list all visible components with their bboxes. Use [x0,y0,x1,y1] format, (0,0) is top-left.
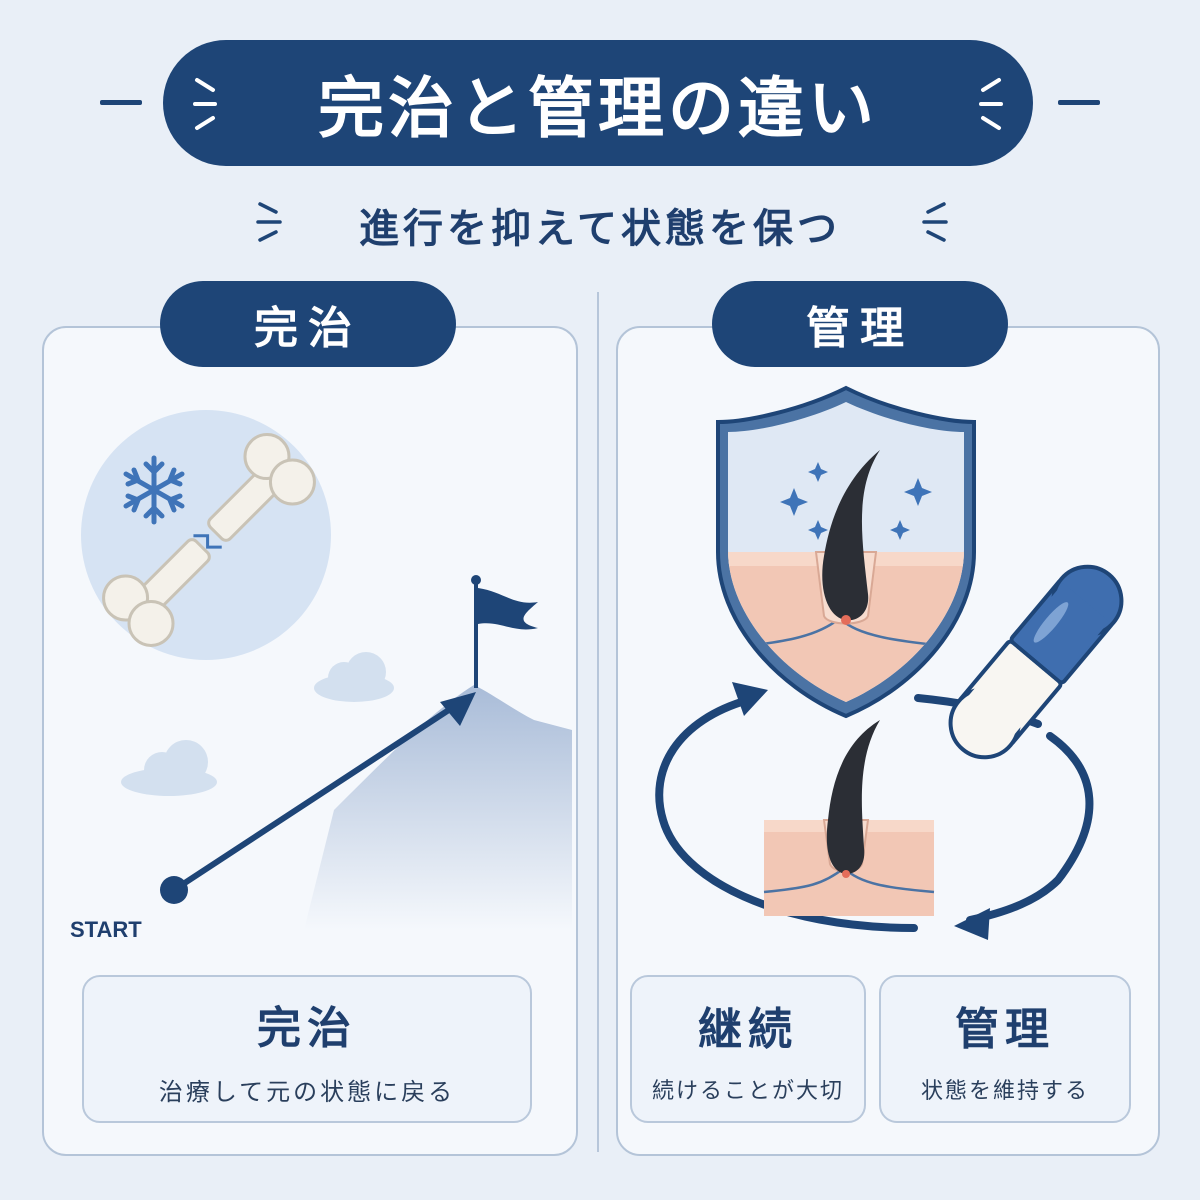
cloud-icon [121,740,217,796]
shield-icon [716,385,976,719]
continuation-caption-text: 続けることが大切 [651,1079,844,1104]
cure-illustration [81,410,572,930]
flag-icon [471,575,538,688]
capsule-icon [948,564,1124,760]
start-label: START [70,917,142,942]
hair-follicle-icon [822,450,880,621]
management-illustration [655,385,1124,940]
sparkle-icon [780,462,932,540]
hair-follicle-icon [826,720,880,874]
sparkle-right-icon [979,78,1003,130]
start-point [160,876,188,904]
title-dash-left [100,100,142,105]
title-banner: 完治と管理の違い [163,40,1033,166]
subtitle-accent-left-icon [256,202,282,242]
subtitle-accent-right-icon [922,202,948,242]
mountain-icon [304,685,572,930]
column-divider [597,292,599,1152]
page-title: 完治と管理の違い [318,70,878,147]
snowflake-icon [123,455,185,525]
continuation-caption-heading: 継続 [698,1004,798,1055]
cure-card-label: 完治 [160,281,456,367]
cure-caption-text: 治療して元の状態に戻る [158,1077,456,1106]
management-caption-heading: 管理 [955,1004,1055,1055]
management-caption: 管理 状態を維持する [879,975,1131,1123]
cure-caption: 完治 治療して元の状態に戻る [82,975,532,1123]
title-dash-right [1058,100,1100,105]
page-subtitle: 進行を抑えて状態を保つ [359,206,841,252]
management-card-label: 管理 [712,281,1008,367]
hair-follicle-lower [763,720,935,916]
sparkle-left-icon [193,78,217,130]
cure-caption-heading: 完治 [257,1002,357,1054]
cloud-icon [314,652,394,702]
broken-bone-icon [102,433,316,647]
progress-arrow [171,697,467,893]
management-caption-text: 状態を維持する [920,1079,1089,1104]
continuation-caption: 継続 続けることが大切 [630,975,866,1123]
